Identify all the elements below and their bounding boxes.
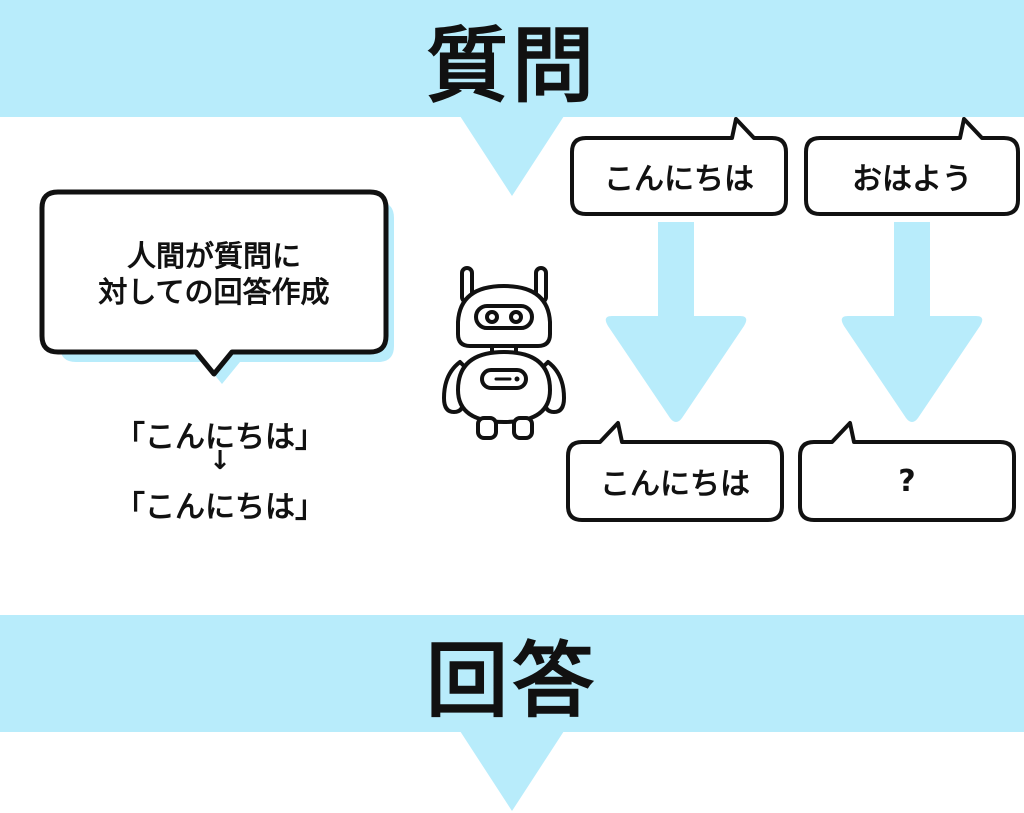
answer-bubble-2 — [798, 421, 1016, 522]
down-arrow-icon — [841, 222, 983, 422]
note-speech-bubble — [39, 189, 394, 384]
question-bubble-1 — [570, 117, 788, 216]
question-bubble-2 — [804, 117, 1020, 216]
answer-banner-pointer — [460, 731, 564, 811]
example-arrow: ↓ — [209, 446, 231, 476]
question-bubble-2-label: おはよう — [852, 162, 972, 197]
question-banner: 質問 — [0, 0, 1024, 117]
answer-bubble-2-label: ? — [898, 463, 916, 499]
robot-icon — [442, 266, 566, 440]
question-banner-title: 質問 — [425, 19, 598, 114]
question-bubble-1-label: こんにちは — [604, 162, 754, 197]
answer-bubble-2-text-box: ? — [800, 442, 1014, 520]
down-arrow-icon — [605, 222, 747, 422]
answer-bubble-1-label: こんにちは — [600, 467, 750, 502]
example-input: 「こんにちは」 — [115, 420, 325, 455]
note-line-2: 対しての回答作成 — [98, 275, 330, 309]
answer-bubble-1 — [566, 421, 784, 522]
answer-banner: 回答 — [0, 615, 1024, 732]
answer-bubble-1-text-box: こんにちは — [568, 442, 782, 520]
note-text: 人間が質問に 対しての回答作成 — [42, 196, 386, 352]
question-banner-pointer — [460, 116, 564, 196]
example-output: 「こんにちは」 — [115, 490, 325, 525]
question-bubble-1-text-box: こんにちは — [572, 138, 786, 214]
answer-banner-title: 回答 — [425, 634, 598, 729]
question-bubble-2-text-box: おはよう — [806, 138, 1018, 214]
note-line-1: 人間が質問に — [126, 239, 301, 273]
